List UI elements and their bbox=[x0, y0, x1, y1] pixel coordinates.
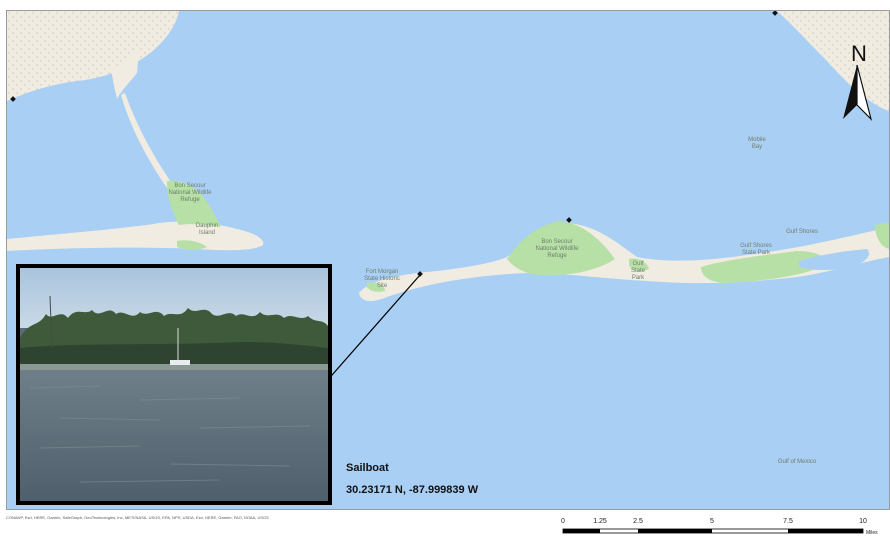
label-east-town: Gulf Shores bbox=[786, 229, 818, 235]
north-arrow: N bbox=[839, 41, 879, 123]
sailboat-photo bbox=[20, 268, 328, 501]
land-spit bbox=[121, 93, 191, 209]
shoreline bbox=[20, 364, 328, 370]
label-refuge: Bon Secour National Wildlife Refuge bbox=[535, 239, 579, 259]
park-west-island-south bbox=[177, 240, 207, 250]
land-northwest bbox=[7, 11, 179, 101]
map-marker-refuge bbox=[566, 217, 572, 223]
label-small-park: Gulf State Park bbox=[630, 261, 645, 281]
label-mainland-park: Bon Secour National Wildlife Refuge bbox=[168, 183, 212, 203]
label-bay: Mobile Bay bbox=[748, 137, 766, 150]
scale-tick-4: 7.5 bbox=[783, 518, 793, 525]
scale-tick-1: 1.25 bbox=[593, 518, 607, 525]
park-east-edge bbox=[875, 223, 889, 249]
callout-title: Sailboat bbox=[346, 462, 389, 474]
scale-bar: 0 1.25 2.5 5 7.5 10 Miles bbox=[560, 518, 886, 536]
north-arrow-icon bbox=[843, 64, 873, 121]
scale-tick-5: 10 bbox=[859, 518, 867, 525]
map-marker-northeast bbox=[772, 11, 778, 16]
callout-coordinates: 30.23171 N, -87.999839 W bbox=[346, 484, 479, 496]
land-peninsula-west bbox=[111, 49, 139, 99]
sailboat-photo-inset[interactable] bbox=[16, 264, 332, 505]
land-barrier-island bbox=[359, 223, 889, 302]
scale-tick-2: 2.5 bbox=[633, 518, 643, 525]
park-small bbox=[629, 258, 649, 272]
scale-unit: Miles bbox=[866, 530, 878, 536]
park-west-island bbox=[167, 180, 221, 227]
label-dauphin-island: Dauphin Island bbox=[195, 223, 219, 236]
water-surface bbox=[20, 370, 328, 501]
map-attribution: CONANP, Esri, HERE, Garmin, SafeGraph, G… bbox=[6, 515, 269, 520]
scale-tick-0: 0 bbox=[561, 518, 565, 525]
label-east-park: Gulf Shores State Park bbox=[740, 243, 772, 256]
label-fort-morgan: Fort Morgan State Historic Site bbox=[364, 269, 400, 289]
north-label: N bbox=[851, 41, 867, 66]
park-east bbox=[701, 251, 826, 283]
scale-bar-graphic bbox=[562, 528, 864, 534]
callout-leader-line bbox=[324, 274, 421, 384]
map-marker-sailboat bbox=[417, 271, 423, 277]
park-refuge bbox=[507, 221, 615, 276]
lagoon-east bbox=[799, 249, 870, 270]
park-mid-small bbox=[367, 282, 385, 292]
scale-tick-3: 5 bbox=[710, 518, 714, 525]
label-gulf: Gulf of Mexico bbox=[777, 459, 817, 465]
